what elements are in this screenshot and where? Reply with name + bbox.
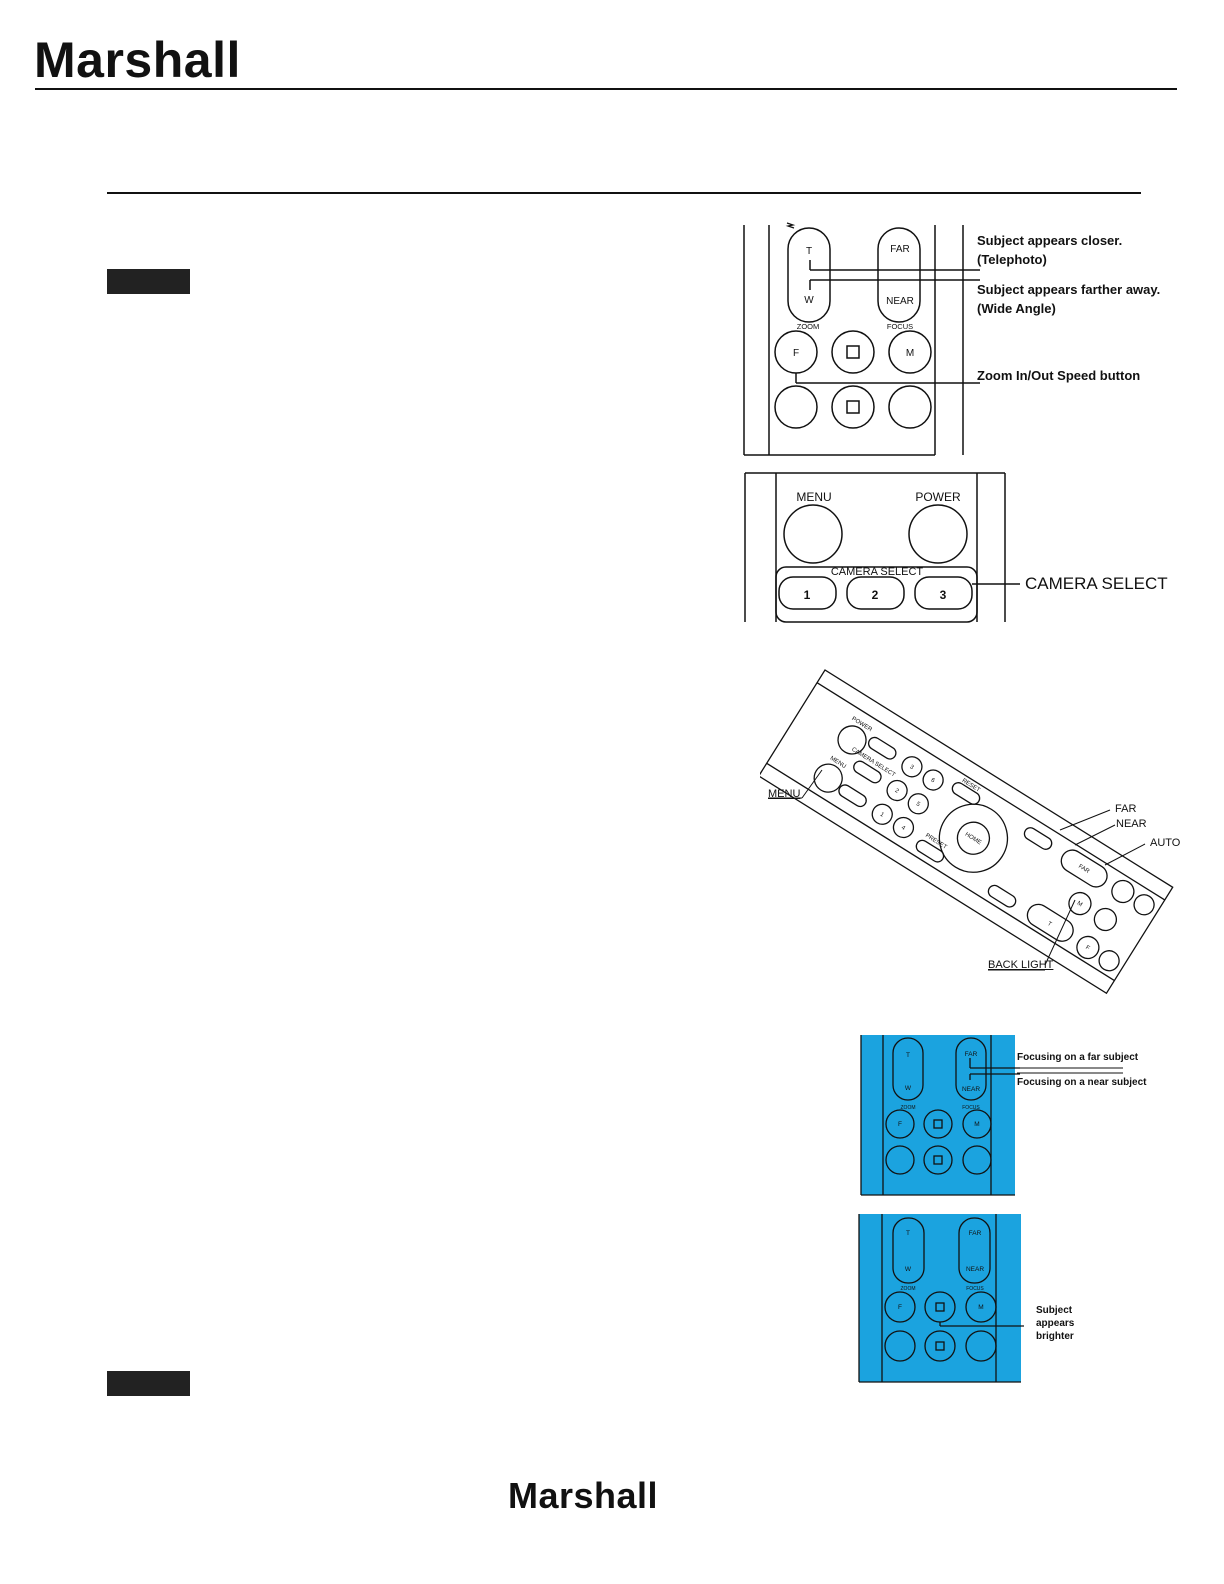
remote-t-label: T — [1046, 921, 1053, 928]
footer-logo: Marshall — [508, 1475, 659, 1516]
callout-wide-1: Subject appears farther away. — [977, 282, 1161, 297]
focus-callout-lines — [1017, 1067, 1123, 1074]
figure-backlight-blue-panel: T W FAR NEAR ZOOM FOCUS F M — [858, 1214, 1024, 1383]
blue1-t-label: T — [906, 1052, 910, 1059]
callout-wide-2: (Wide Angle) — [977, 301, 1056, 316]
power-label: POWER — [915, 490, 961, 504]
remote-num-5: 5 — [915, 801, 922, 808]
remote-far-label: FAR — [1077, 864, 1091, 876]
remote-m-label: M — [1076, 901, 1083, 909]
section-badge-top — [107, 269, 190, 294]
callout-remote-far: FAR — [1115, 803, 1137, 815]
callout-telephoto-1: Subject appears closer. — [977, 233, 1123, 248]
btn-m-label: M — [906, 348, 914, 359]
blue1-f-label: F — [898, 1121, 902, 1128]
focus-label: FOCUS — [887, 322, 913, 331]
remote-num-6: 6 — [930, 777, 937, 784]
callout-remote-near: NEAR — [1116, 818, 1147, 830]
remote-num-1: 1 — [879, 812, 886, 819]
menu-label: MENU — [796, 490, 831, 504]
section-rule — [107, 192, 1141, 194]
remote-camera-select-label: CAMERA SELECT — [850, 747, 896, 779]
btn-f-label: F — [793, 348, 799, 359]
remote-num-4: 4 — [900, 825, 907, 832]
remote-reset-label: RESET — [961, 778, 981, 794]
btn-near-label: NEAR — [886, 296, 914, 307]
figure-focus-blue-panel: T W FAR NEAR ZOOM FOCUS F M — [860, 1035, 1020, 1196]
callout-zoom-speed: Zoom In/Out Speed button — [977, 368, 1141, 383]
figure-camera-select-panel: MENU POWER CAMERA SELECT 1 2 3 — [744, 472, 1020, 623]
remote-power-label: POWER — [850, 716, 873, 733]
camera-2-label: 2 — [872, 588, 879, 602]
blue2-f-label: F — [898, 1304, 902, 1311]
blue2-far-label: FAR — [969, 1230, 982, 1237]
blue1-w-label: W — [905, 1085, 912, 1092]
remote-f-label: F — [1084, 945, 1091, 952]
callout-telephoto-2: (Telephoto) — [977, 252, 1047, 267]
callout-focus-near: Focusing on a near subject — [1017, 1077, 1147, 1088]
blue2-zoom-label: ZOOM — [901, 1286, 916, 1292]
callout-brighter-1: Subject — [1036, 1305, 1073, 1316]
blue1-far-label: FAR — [965, 1051, 978, 1058]
callout-remote-back-light: BACK LIGHT — [988, 959, 1054, 971]
blue1-m-label: M — [974, 1121, 979, 1128]
header-logo: Marshall — [34, 32, 241, 88]
blue1-zoom-label: ZOOM — [901, 1105, 916, 1111]
header-rule — [35, 88, 1177, 90]
blue1-near-label: NEAR — [962, 1086, 980, 1093]
section-badge-bottom — [107, 1371, 190, 1396]
camera-select-label: CAMERA SELECT — [831, 566, 924, 578]
figure-zoom-focus-panel: T W FAR NEAR ZOOM FOCUS F M — [743, 222, 980, 456]
zoom-label: ZOOM — [797, 322, 820, 331]
callout-remote-auto: AUTO — [1150, 837, 1181, 849]
blue2-m-label: M — [978, 1304, 983, 1311]
callout-camera-select: CAMERA SELECT — [1025, 574, 1168, 593]
callout-remote-menu: MENU — [768, 788, 801, 800]
remote-num-3: 3 — [908, 764, 915, 771]
callout-brighter-3: brighter — [1036, 1331, 1074, 1342]
camera-1-label: 1 — [804, 588, 811, 602]
figure-full-remote: POWER MENU CAMERA SELECT HOME PRESET RES… — [760, 669, 1174, 995]
btn-w-label: W — [804, 295, 814, 306]
blue2-w-label: W — [905, 1266, 912, 1273]
btn-far-label: FAR — [890, 244, 909, 255]
callout-brighter-2: appears — [1036, 1318, 1075, 1329]
camera-3-label: 3 — [940, 588, 947, 602]
blue2-focus-label: FOCUS — [966, 1286, 984, 1292]
remote-home-label: HOME — [964, 832, 982, 847]
blue2-t-label: T — [906, 1230, 910, 1237]
blue1-focus-label: FOCUS — [962, 1105, 980, 1111]
callout-focus-far: Focusing on a far subject — [1017, 1052, 1139, 1063]
blue2-near-label: NEAR — [966, 1266, 984, 1273]
remote-num-2: 2 — [894, 788, 901, 795]
btn-t-label: T — [806, 246, 812, 257]
